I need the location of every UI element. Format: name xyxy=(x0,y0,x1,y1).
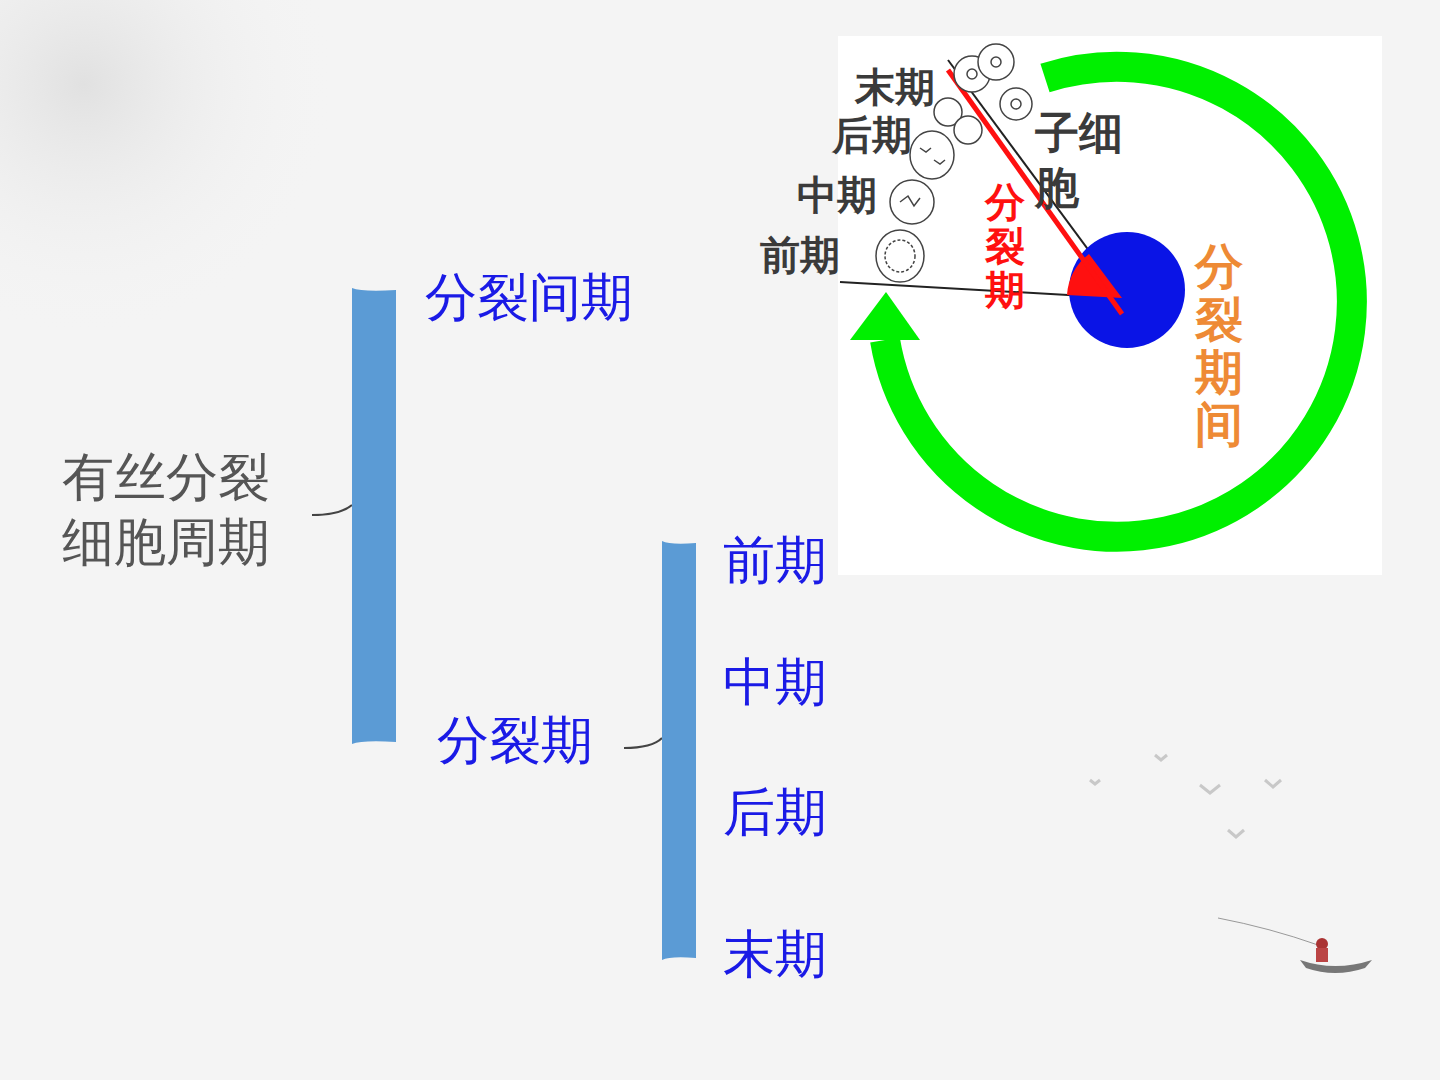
tree-label: 中期 xyxy=(723,650,827,715)
daughter-cell-label: 子细胞 xyxy=(1035,105,1127,215)
division-label: 分裂期 xyxy=(985,180,1025,312)
phase-label: 中期 xyxy=(797,170,877,220)
cell-cycle-ring xyxy=(850,67,1352,537)
phase-label: 前期 xyxy=(760,230,840,280)
tree-label: 分裂间期 xyxy=(425,265,633,330)
phase-label: 后期 xyxy=(832,110,912,160)
phase-label: 末期 xyxy=(855,62,935,112)
tree-label: 末期 xyxy=(723,922,827,987)
boat xyxy=(1218,918,1372,973)
interphase-label: 分裂期间 xyxy=(1195,240,1243,451)
birds xyxy=(1090,755,1281,837)
root-label: 有丝分裂 细胞周期 xyxy=(62,445,290,575)
bracket xyxy=(312,288,696,960)
illustration-panel xyxy=(838,36,1382,575)
tree-label: 分裂期 xyxy=(437,708,593,773)
tree-label: 后期 xyxy=(723,780,827,845)
tree-label: 前期 xyxy=(723,528,827,593)
